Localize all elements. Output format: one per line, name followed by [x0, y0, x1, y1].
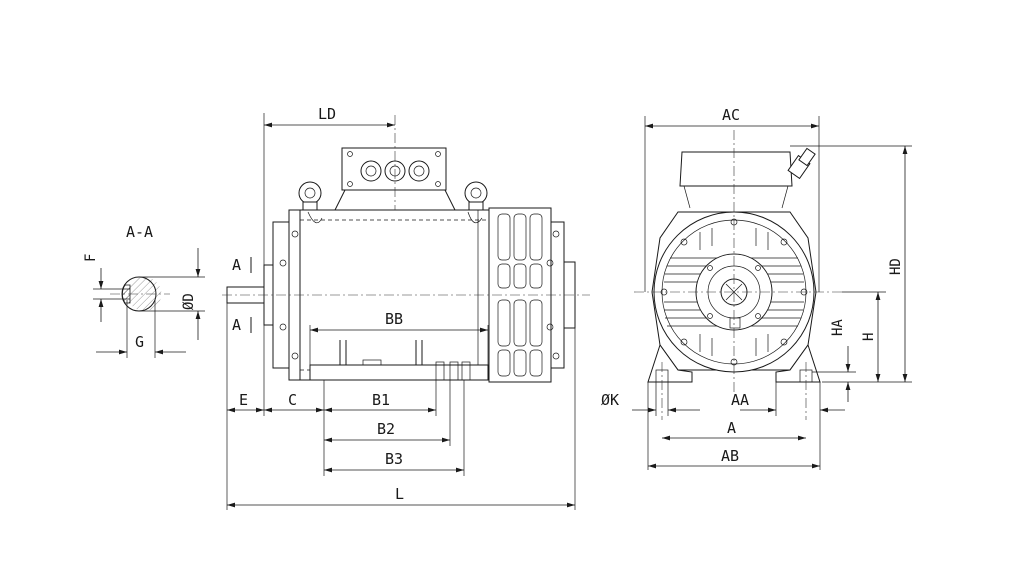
- mounting-feet: [309, 364, 489, 381]
- dim-label-B3: B3: [385, 450, 403, 468]
- dim-label-L: L: [395, 485, 404, 503]
- dim-label-A: A: [727, 419, 736, 437]
- section-mark-bottom: A: [232, 316, 241, 334]
- section-title: A-A: [126, 223, 153, 241]
- dim-label-HA: HA: [830, 319, 846, 336]
- dim-label-K: ØK: [601, 391, 619, 409]
- motor-front-view: AC HD H HA ØK AA A AB: [601, 106, 912, 470]
- dim-label-AC: AC: [722, 106, 740, 124]
- dim-label-C: C: [288, 391, 297, 409]
- dim-label-H: H: [861, 333, 877, 341]
- dim-label-F: F: [83, 254, 99, 262]
- front-terminal-box: [679, 151, 793, 187]
- dim-label-G: G: [135, 333, 144, 351]
- dim-label-B1: B1: [372, 391, 390, 409]
- dim-label-B2: B2: [377, 420, 395, 438]
- dim-label-LD: LD: [318, 105, 336, 123]
- dim-label-AA: AA: [731, 391, 749, 409]
- shaft-section-view: A-A F ØD G: [83, 223, 205, 358]
- section-mark-top: A: [232, 256, 241, 274]
- dim-label-HD: HD: [888, 258, 904, 275]
- dim-label-AB: AB: [721, 447, 739, 465]
- motor-side-view: A A: [222, 105, 590, 510]
- dim-label-BB: BB: [385, 310, 403, 328]
- dim-label-D: ØD: [181, 293, 197, 310]
- dim-label-E: E: [239, 391, 248, 409]
